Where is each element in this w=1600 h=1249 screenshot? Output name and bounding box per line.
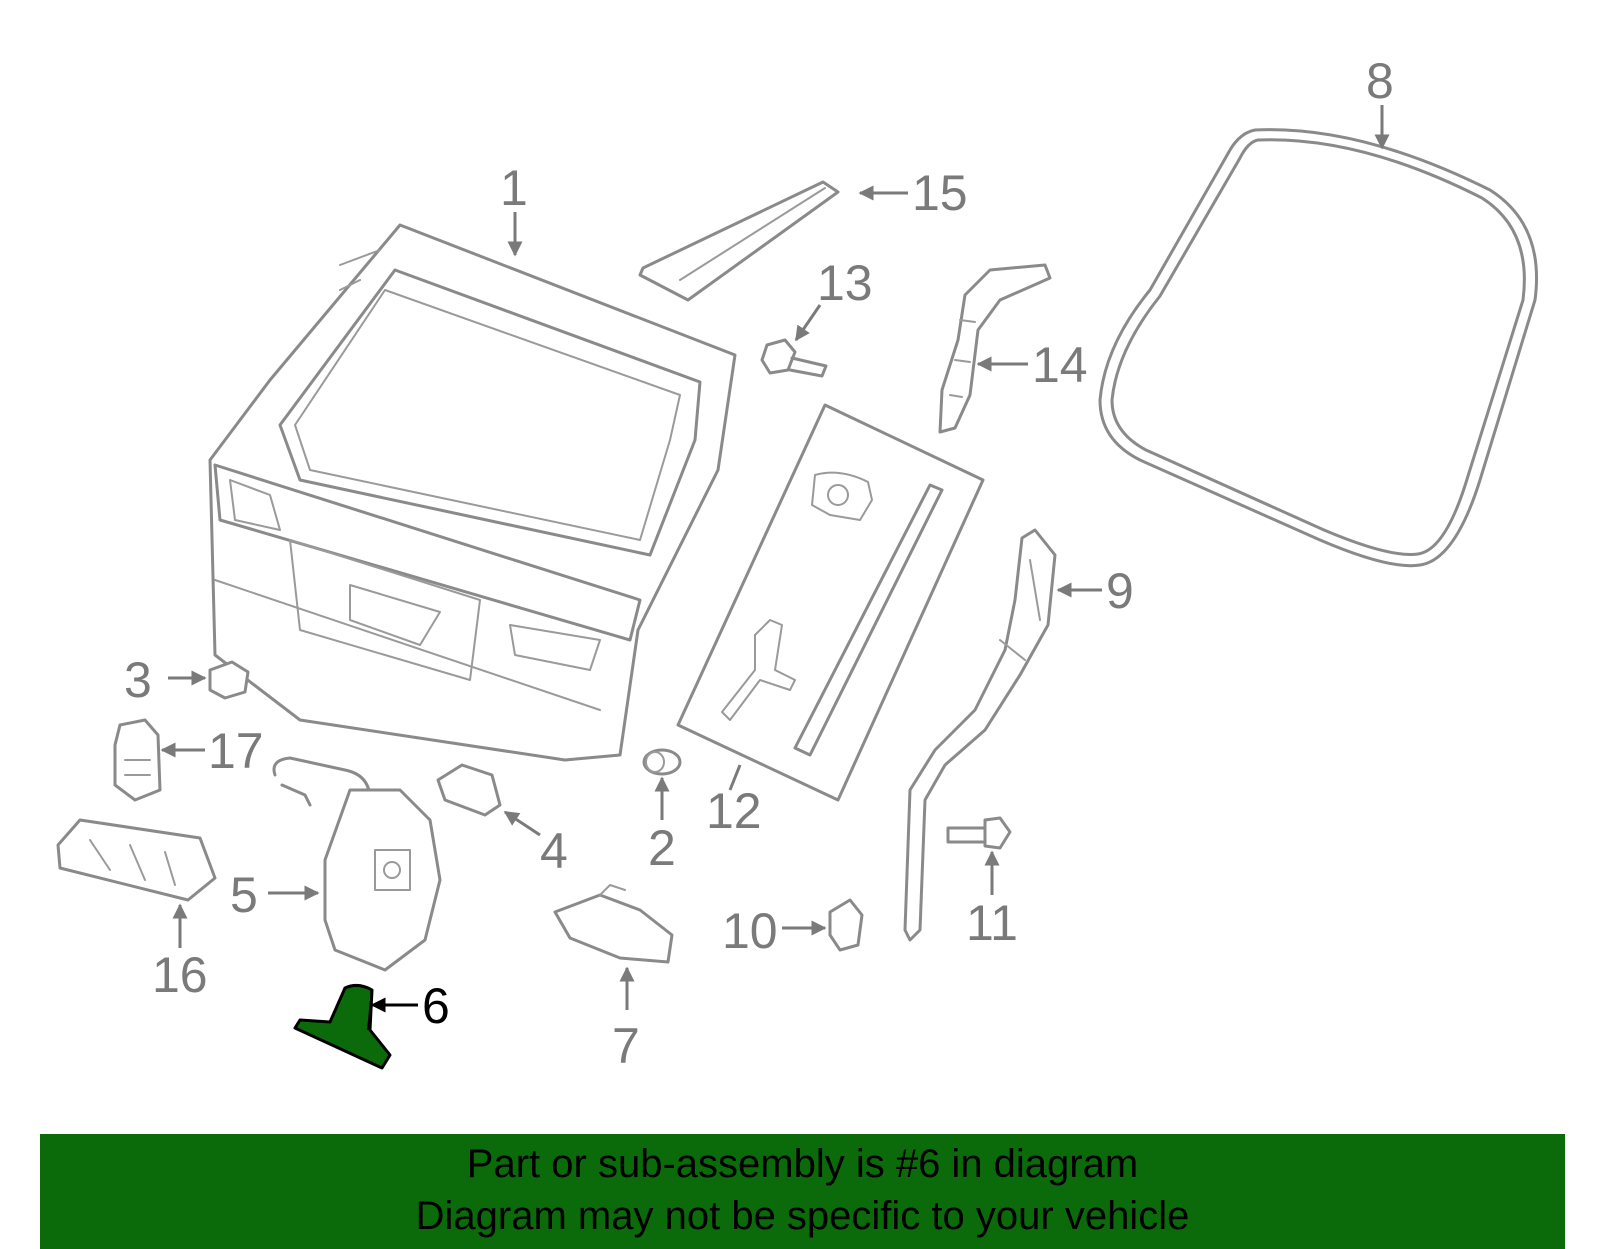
callout-4: 4 (540, 823, 568, 879)
part-9-trim (903, 528, 1057, 942)
callout-12: 12 (706, 783, 762, 839)
part-5-latch (272, 756, 442, 972)
callout-16: 16 (152, 947, 208, 1003)
part-3-clip (208, 660, 250, 700)
banner-line-1: Part or sub-assembly is #6 in diagram (466, 1142, 1139, 1186)
part-16-handle (56, 818, 217, 902)
callout-2: 2 (648, 820, 676, 876)
part-14-hinge (938, 263, 1052, 434)
part-1-tailgate (208, 223, 737, 762)
callout-6: 6 (422, 978, 450, 1034)
callout-9: 9 (1106, 563, 1134, 619)
info-banner: Part or sub-assembly is #6 in diagram Di… (40, 1134, 1565, 1249)
callout-15: 15 (912, 165, 968, 221)
part-8-weatherstrip (1098, 128, 1539, 568)
callout-7: 7 (612, 1018, 640, 1074)
part-17-switch (113, 718, 162, 802)
callout-8: 8 (1366, 53, 1394, 109)
callout-14: 14 (1032, 337, 1088, 393)
part-2-bumper (642, 748, 682, 776)
part-15-molding (638, 180, 840, 302)
callout-11: 11 (966, 895, 1018, 951)
part-13-bolt (760, 338, 828, 378)
part-7-lock (553, 884, 674, 964)
callout-10: 10 (722, 903, 778, 959)
leader-lines (160, 105, 1390, 1013)
banner-line-2: Diagram may not be specific to your vehi… (415, 1194, 1190, 1238)
callout-1: 1 (500, 160, 528, 216)
callout-17: 17 (208, 723, 264, 779)
callout-5: 5 (230, 867, 258, 923)
part-4-bracket (436, 763, 502, 817)
part-6-highlighted (293, 983, 392, 1070)
part-12-strut-kit (676, 403, 985, 802)
callout-3: 3 (124, 652, 152, 708)
callout-13: 13 (817, 255, 873, 311)
part-10-stopper (828, 898, 864, 952)
part-11-bolt (946, 816, 1012, 850)
